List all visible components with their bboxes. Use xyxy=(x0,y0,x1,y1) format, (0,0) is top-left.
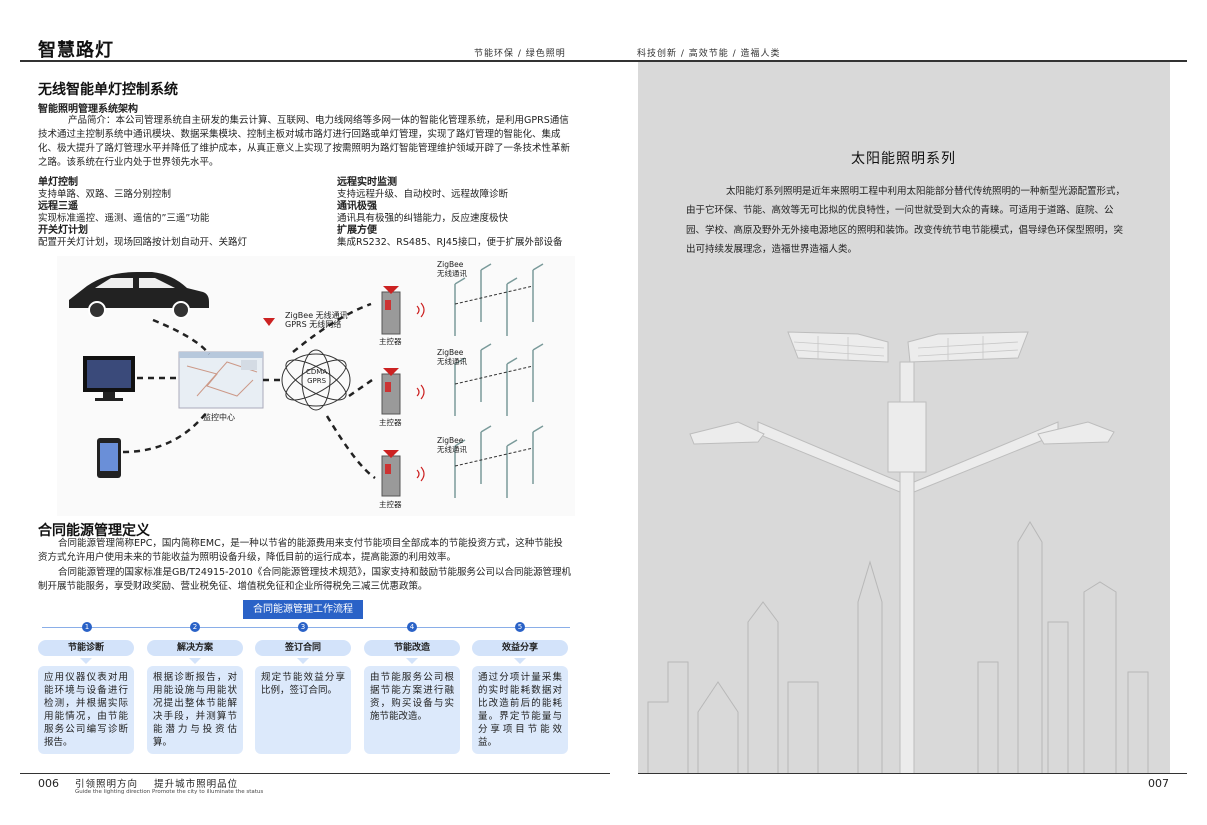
solar-series-paragraph: 太阳能灯系列照明是近年来照明工程中利用太阳能部分替代传统照明的一种新型光源配置形… xyxy=(686,186,1126,255)
footer-rule-left xyxy=(20,773,610,774)
step-description: 根据诊断报告，对用能设施与用能状况提出整体节能解决手段，并测算节能潜力与投资估算… xyxy=(147,666,243,754)
footer-slogan-en: Guide the lighting direction Promote the… xyxy=(75,789,264,795)
feature-heading: 扩展方便 xyxy=(337,225,377,236)
header-tag-eco: 节能环保 / 绿色照明 xyxy=(474,49,566,59)
zigbee-text: ZigBee xyxy=(437,260,464,269)
emc-title: 合同能源管理定义 xyxy=(38,523,150,539)
wireless-text: 无线通讯 xyxy=(437,357,467,366)
controller-label: 主控器 xyxy=(379,418,402,427)
step-number: 1 xyxy=(82,622,92,632)
feature-text: 支持单路、双路、三路分别控制 xyxy=(38,189,172,200)
page-number-left: 006 xyxy=(38,777,59,790)
feature-heading: 开关灯计划 xyxy=(38,225,88,236)
intro-paragraph: 产品简介：本公司管理系统自主研发的集云计算、互联网、电力线网络等多网一体的智能化… xyxy=(38,115,571,168)
step-heading: 解决方案 xyxy=(147,640,243,656)
city-skyline-graphic xyxy=(647,331,1149,774)
street-lamp-group xyxy=(454,263,544,498)
system-architecture-diagram: ZigBee 无线通讯 GPRS 无线网络 CDMA GPRS 监控中心 主控器… xyxy=(57,256,575,516)
feature-heading: 通讯极强 xyxy=(337,201,377,212)
step-arrow-icon xyxy=(189,658,201,664)
gprs-label-line: GPRS 无线网络 xyxy=(285,320,342,329)
feature-heading: 单灯控制 xyxy=(38,177,78,188)
step-heading: 签订合同 xyxy=(255,640,351,656)
emc-paragraph-1: 合同能源管理简称EPC，国内简称EMC，是一种以节省的能源费用来支付节能项目全部… xyxy=(38,538,563,563)
flow-title: 合同能源管理工作流程 xyxy=(243,600,363,619)
zigbee-label-line: ZigBee 无线通讯 xyxy=(285,311,348,320)
step-number: 3 xyxy=(298,622,308,632)
feature-text: 通讯具有极强的纠错能力，反应速度极快 xyxy=(337,213,509,224)
step-description: 规定节能效益分享比例，签订合同。 xyxy=(255,666,351,754)
step-arrow-icon xyxy=(514,658,526,664)
header-tag-tech: 科技创新 / 高效节能 / 造福人类 xyxy=(637,49,781,59)
step-number: 5 xyxy=(515,622,525,632)
solar-street-lamp-icon xyxy=(689,331,1115,774)
footer-rule-right xyxy=(638,773,1187,774)
page-number-right: 007 xyxy=(1148,777,1169,790)
step-arrow-icon xyxy=(80,658,92,664)
step-description: 通过分项计量采集的实时能耗数据对比改造前后的能耗量。界定节能量与分享项目节能效益… xyxy=(472,666,568,754)
signal-wave-icon xyxy=(416,302,425,482)
step-arrow-icon xyxy=(406,658,418,664)
emc-paragraph-2: 合同能源管理的国家标准是GB/T24915-2010《合同能源管理技术规范》，国… xyxy=(38,567,571,592)
step-description: 由节能服务公司根据节能方案进行融资，购买设备与实施节能改造。 xyxy=(364,666,460,754)
zigbee-wireless-label: ZigBee 无线通讯 xyxy=(437,436,467,454)
controller-label: 主控器 xyxy=(379,337,402,346)
zigbee-text: ZigBee xyxy=(437,348,464,357)
monitor-center-screen xyxy=(178,351,264,409)
solar-series-title: 太阳能照明系列 xyxy=(851,151,956,167)
controller-cabinet-icon xyxy=(381,286,401,335)
feature-text: 集成RS232、RS485、RJ45接口，便于扩展外部设备 xyxy=(337,237,563,248)
controller-cabinet-icon xyxy=(381,450,401,497)
network-globe-label: CDMA GPRS xyxy=(306,368,327,386)
feature-list-right: 远程实时监测 支持远程升级、自动校时、远程故障诊断 通讯极强 通讯具有极强的纠错… xyxy=(337,177,577,249)
desktop-monitor-icon xyxy=(83,356,135,401)
wireless-text: 无线通讯 xyxy=(437,269,467,278)
antenna-icon xyxy=(263,318,275,326)
zigbee-text: ZigBee xyxy=(437,436,464,445)
feature-text: 实现标准遥控、遥测、遥信的”三遥”功能 xyxy=(38,213,210,224)
page-title: 智慧路灯 xyxy=(38,40,114,61)
car-icon xyxy=(69,272,209,319)
monitor-center-label: 监控中心 xyxy=(203,413,235,422)
controller-label: 主控器 xyxy=(379,500,402,509)
step-number: 2 xyxy=(190,622,200,632)
sub-title: 智能照明管理系统架构 xyxy=(38,104,138,115)
step-number: 4 xyxy=(407,622,417,632)
feature-text: 配置开关灯计划，现场回路按计划自动开、关路灯 xyxy=(38,237,248,248)
section-title: 无线智能单灯控制系统 xyxy=(38,82,178,98)
wireless-text: 无线通讯 xyxy=(437,445,467,454)
zigbee-gprs-label: ZigBee 无线通讯 GPRS 无线网络 xyxy=(285,311,348,329)
footer-slogan: 引领照明方向 提升城市照明品位 xyxy=(75,779,239,790)
solar-lighting-panel: 太阳能照明系列 太阳能灯系列照明是近年来照明工程中利用太阳能部分替代传统照明的一… xyxy=(638,62,1170,774)
header-rule xyxy=(20,60,1187,62)
feature-text: 支持远程升级、自动校时、远程故障诊断 xyxy=(337,189,509,200)
step-description: 应用仪器仪表对用能环境与设备进行检测，并根据实际用能情况，由节能服务公司编写诊断… xyxy=(38,666,134,754)
step-heading: 节能诊断 xyxy=(38,640,134,656)
zigbee-wireless-label: ZigBee 无线通讯 xyxy=(437,260,467,278)
gprs-label: GPRS xyxy=(307,377,327,385)
step-heading: 效益分享 xyxy=(472,640,568,656)
step-arrow-icon xyxy=(297,658,309,664)
controller-cabinet-icon xyxy=(381,368,401,415)
network-globe-icon xyxy=(281,349,351,411)
feature-heading: 远程三遥 xyxy=(38,201,78,212)
feature-list-left: 单灯控制 支持单路、双路、三路分别控制 远程三遥 实现标准遥控、遥测、遥信的”三… xyxy=(38,177,328,249)
zigbee-wireless-label: ZigBee 无线通讯 xyxy=(437,348,467,366)
architecture-graphic xyxy=(69,263,544,498)
step-heading: 节能改造 xyxy=(364,640,460,656)
feature-heading: 远程实时监测 xyxy=(337,177,397,188)
cdma-label: CDMA xyxy=(306,368,328,376)
smartphone-icon xyxy=(97,438,121,478)
